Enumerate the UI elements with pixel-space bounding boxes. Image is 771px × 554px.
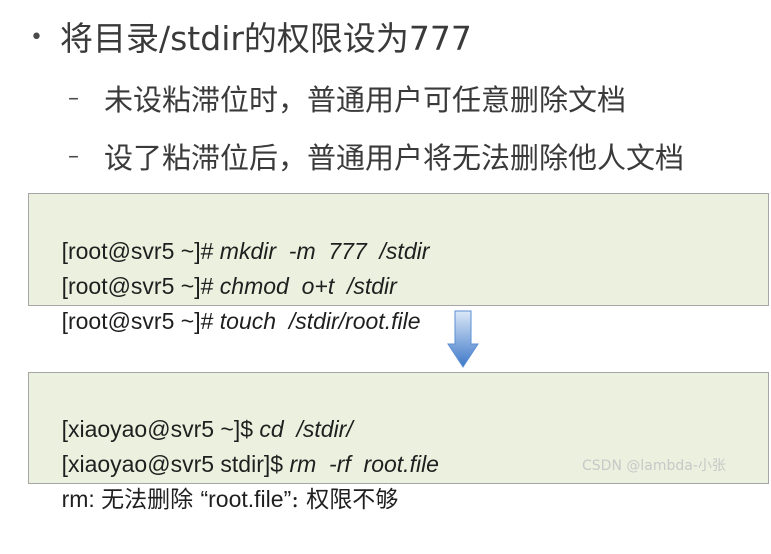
subpoint-text: 设了粘滞位后，普通用户将无法删除他人文档 xyxy=(104,141,685,175)
error-prefix: rm: xyxy=(61,486,102,512)
heading-row: • 将目录/stdir的权限设为777 xyxy=(30,12,472,60)
shell-command: rm -rf root.file xyxy=(289,451,439,477)
heading-text: 将目录/stdir的权限设为777 xyxy=(60,19,472,58)
code-line: [xiaoyao@svr5 ~]$ cd /stdir/ xyxy=(36,375,353,442)
shell-command: cd /stdir/ xyxy=(259,416,353,442)
shell-command: chmod o+t /stdir xyxy=(219,273,397,299)
code-line: [xiaoyao@svr5 stdir]$ rm -rf root.file xyxy=(36,410,439,477)
error-line: rm: 无法删除 “root.file”: 权限不够 xyxy=(36,445,399,513)
root-commands-block: [root@svr5 ~]# mkdir -m 777 /stdir [root… xyxy=(28,193,769,334)
down-arrow-icon xyxy=(447,310,479,368)
shell-command: mkdir -m 777 /stdir xyxy=(219,238,430,264)
error-reason: : 权限不够 xyxy=(291,487,399,513)
shell-prompt: [xiaoyao@svr5 ~]$ xyxy=(61,416,260,442)
subpoint-1: – 未设粘滞位时，普通用户可任意删除文档 xyxy=(68,76,626,120)
shell-prompt: [root@svr5 ~]# xyxy=(61,273,220,299)
code-line: [root@svr5 ~]# mkdir -m 777 /stdir xyxy=(36,197,430,264)
error-message: 无法删除 xyxy=(101,487,201,513)
code-line: [root@svr5 ~]# touch /stdir/root.file xyxy=(36,267,421,334)
shell-prompt: [root@svr5 ~]# xyxy=(61,308,220,334)
shell-command: touch /stdir/root.file xyxy=(219,308,421,334)
dash-marker: – xyxy=(68,85,79,111)
bullet-marker: • xyxy=(30,24,43,50)
code-line: [root@svr5 ~]# chmod o+t /stdir xyxy=(36,232,397,299)
dash-marker: – xyxy=(68,143,79,169)
shell-prompt: [xiaoyao@svr5 stdir]$ xyxy=(61,451,290,477)
subpoint-text: 未设粘滞位时，普通用户可任意删除文档 xyxy=(104,83,627,117)
error-filename: “root.file” xyxy=(200,486,292,512)
watermark: CSDN @lambda-小张 xyxy=(582,458,726,474)
shell-prompt: [root@svr5 ~]# xyxy=(61,238,220,264)
subpoint-2: – 设了粘滞位后，普通用户将无法删除他人文档 xyxy=(68,134,684,178)
